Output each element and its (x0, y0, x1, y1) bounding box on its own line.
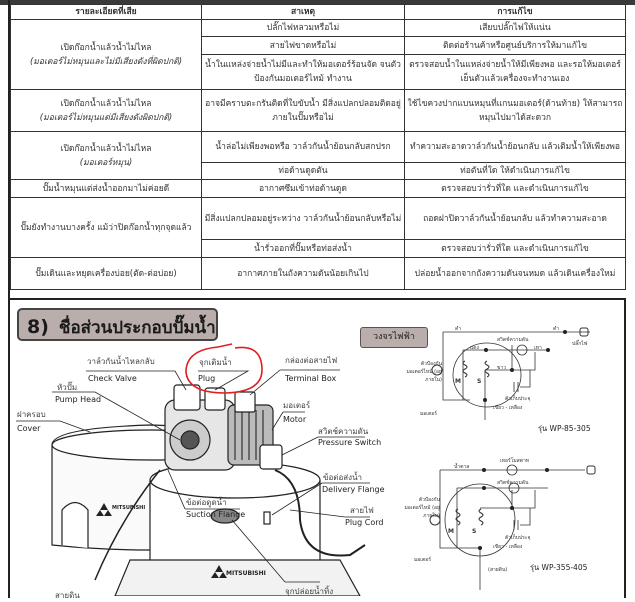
table-header-row: รายละเอียดที่เสีย สาเหตุ การแก้ไข (10, 4, 626, 20)
motor-circuit-label: มอเตอร์ (414, 557, 431, 563)
check-valve-label-th: วาล์วกันน้ำไหลกลับ (87, 357, 155, 366)
problem-cell: ปั๊มยังทำงานบางครั้ง แม้ว่าปิดก๊อกน้ำทุก… (10, 197, 202, 258)
plug-circuit-label: ปลั๊กไฟ (572, 341, 588, 347)
cause-cell: น้ำในแหล่งจ่ายน้ำไม่มีและทำให้มอเตอร์ร้อ… (201, 54, 405, 90)
pressure-switch-label-th: สวิตช์ความดัน (318, 427, 369, 436)
table-row: ปั๊มน้ำหมุนแต่ส่งน้ำออกมาไม่ค่อยดี อากาศ… (10, 179, 626, 198)
wire-label: ดำ (455, 326, 462, 332)
ground-circuit-label: (สายดิน) (488, 567, 508, 573)
motor-circuit-label: มอเตอร์ (420, 411, 437, 417)
problem-cell: ปั๊มเดินและหยุดเครื่องบ่อย(ตัด-ต่อบ่อย) (10, 257, 202, 290)
top-bar (0, 0, 635, 5)
pump-head-label: Pump Head (55, 395, 102, 404)
cause-cell: อากาศภายในถังความดันน้อยเกินไป (201, 257, 405, 290)
problem-note: (มอเตอร์ไม่หมุนแต่มีเสียงดังผิดปกติ) (39, 112, 173, 123)
suction-flange-label-th: ข้อต่อดูดน้ำ (186, 498, 227, 507)
problem-text: เปิดก๊อกน้ำแล้วน้ำไม่ไหล (60, 98, 152, 109)
plug-label-th: จุกเติมน้ำ (199, 358, 232, 367)
switch-circuit-label: สวิตช์ความดัน (497, 480, 529, 486)
section-number: 8) (27, 316, 49, 338)
base-brand: MITSUBISHI (226, 570, 266, 577)
protector-label: ตัวป้องกันมอเตอร์ไหม้ (อยู่ภายใน) (406, 361, 442, 383)
ground-color-label: เขียว - เหลือง (493, 405, 523, 411)
wire-label: ขาว (497, 365, 507, 371)
red-highlight-circle (185, 343, 263, 394)
model-label-2: รุ่น WP-355-405 (530, 563, 588, 572)
pressure-switch-label: Pressure Switch (318, 438, 382, 447)
switch-circuit-label: สวิตช์ความดัน (497, 337, 529, 343)
table-row: สายไฟขาดหรือไม่ ติดต่อร้านค้าหรือศูนย์บร… (11, 36, 626, 55)
section-title: 8) ชื่อส่วนประกอบปั๊มน้ำ (17, 308, 218, 341)
circuit-diagram-2 (439, 464, 585, 590)
fix-cell: ทำความสะอาดวาล์วกันน้ำย้อนกลับ แล้วเติมน… (404, 131, 626, 163)
cover-label: Cover (17, 424, 41, 433)
problem-note: (มอเตอร์หมุน) (79, 157, 133, 168)
wire-label: เทา (534, 345, 542, 351)
cover-brand: MITSUBISHI (112, 505, 146, 511)
problem-cell: เปิดก๊อกน้ำแล้วน้ำไม่ไหล (มอเตอร์ไม่หมุนแ… (10, 89, 202, 132)
fix-cell: ใช้ไขควงปากแบนหมุนที่แกนมอเตอร์(ด้านท้าย… (404, 89, 626, 132)
thermostat-label: เทอร์โมสตาท (500, 458, 530, 464)
problem-text: เปิดก๊อกน้ำแล้วน้ำไม่ไหล (60, 42, 152, 53)
troubleshooting-table: รายละเอียดที่เสีย สาเหตุ การแก้ไข เปิดก๊… (10, 4, 626, 290)
pump-head-label-th: หัวปั๊ม (57, 383, 78, 392)
plug-label: Plug (198, 374, 216, 383)
section-title-text: ชื่อส่วนประกอบปั๊มน้ำ (58, 318, 216, 338)
plug-cord-label-th: สายไฟ (350, 506, 374, 515)
delivery-flange-label: Delivery Flange (322, 485, 385, 494)
table-row: ปั๊มยังทำงานบางครั้ง แม้ว่าปิดก๊อกน้ำทุก… (10, 197, 626, 258)
plug-cord-label: Plug Cord (345, 518, 384, 527)
start-coil-label: S (472, 528, 477, 535)
table-row: เปิดก๊อกน้ำแล้วน้ำไม่ไหล(มอเตอร์หมุน) น้… (10, 131, 626, 180)
main-coil-label: M (455, 378, 461, 385)
suction-flange-label: Suction Flange (186, 510, 246, 519)
motor-label-th: มอเตอร์ (283, 401, 311, 410)
wire-label: แดง (470, 345, 479, 351)
wire-label: ดำ (553, 326, 560, 332)
terminal-box-label-th: กล่องต่อสายไฟ (285, 356, 338, 365)
start-coil-label: S (477, 378, 482, 385)
ground-color-label: เขียว - เหลือง (493, 544, 523, 550)
capacitor-label: ตัวเก็บประจุ (505, 396, 531, 402)
check-valve-label: Check Valve (88, 374, 137, 383)
drain-plug-label-th: จุกปล่อยน้ำทิ้ง (285, 587, 334, 596)
protector-label: ตัวป้องกันมอเตอร์ไหม้ (อยู่ภายใน) (404, 497, 440, 519)
fix-cell: ถอดฝาปิดวาล์วกันน้ำย้อนกลับ แล้วทำความสะ… (404, 197, 626, 240)
table-row: ปั๊มเดินและหยุดเครื่องบ่อย(ตัด-ต่อบ่อย) … (10, 257, 626, 290)
terminal-box-label: Terminal Box (285, 374, 337, 383)
capacitor-label: ตัวเก็บประจุ (505, 535, 531, 541)
motor-label: Motor (283, 415, 307, 424)
main-coil-label: M (448, 528, 454, 535)
model-label-1: รุ่น WP-85-305 (538, 424, 591, 433)
delivery-flange-label-th: ข้อต่อส่งน้ำ (323, 473, 363, 482)
fix-cell: ตรวจสอบน้ำในแหล่งจ่ายน้ำให้มีเพียงพอ และ… (404, 54, 626, 90)
circuit-title: วงจรไฟฟ้า (360, 327, 428, 348)
fix-cell: ปล่อยน้ำออกจากถังความดันจนหมด แล้วเดินเค… (404, 257, 626, 290)
cover-label-th: ฝาครอบ (17, 410, 46, 419)
problem-text: เปิดก๊อกน้ำแล้วน้ำไม่ไหล (60, 143, 152, 154)
table-row: น้ำในแหล่งจ่ายน้ำไม่มีและทำให้มอเตอร์ร้อ… (11, 54, 626, 90)
parts-section (8, 298, 626, 598)
wire-label: น้ำตาล (454, 464, 470, 470)
problem-cell: เปิดก๊อกน้ำแล้วน้ำไม่ไหล (มอเตอร์หมุน) (10, 131, 202, 180)
problem-note: (มอเตอร์ไม่หมุนและไม่มีเสียงดังที่ผิดปกต… (29, 56, 183, 67)
